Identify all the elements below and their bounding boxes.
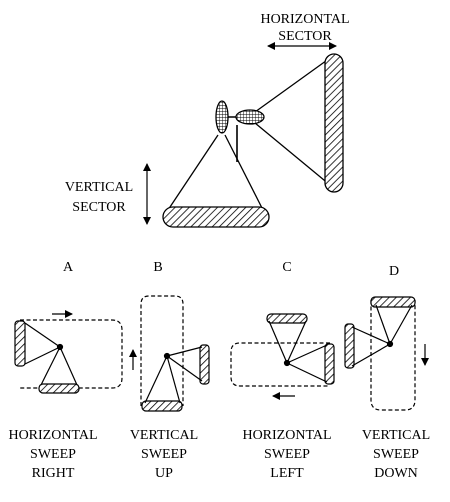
panel-b-caption-line1: VERTICAL — [130, 428, 198, 443]
panel-d-caption-line1: VERTICAL — [362, 428, 430, 443]
panel-a-diagram — [14, 310, 123, 394]
vertical-sector-label-line2: SECTOR — [72, 200, 126, 215]
horizontal-sector-label-line2: SECTOR — [278, 29, 332, 44]
panel-d-letter: D — [389, 264, 399, 279]
panel-c-caption-line3: LEFT — [270, 466, 304, 481]
horizontal-sector-label-line1: HORIZONTAL — [260, 12, 349, 27]
panel-c-caption-line1: HORIZONTAL — [242, 428, 331, 443]
panel-d-diagram — [344, 296, 429, 411]
horizontal-sector-screen — [324, 53, 344, 193]
panel-c-letter: C — [282, 260, 291, 275]
antenna-overview — [162, 53, 344, 228]
horizontal-scanner — [235, 109, 265, 125]
panel-b-caption-line3: UP — [155, 466, 173, 481]
vertical-sector-screen — [162, 206, 270, 228]
panel-a-letter: A — [63, 260, 74, 275]
panel-a-caption-line3: RIGHT — [32, 466, 75, 481]
panel-c-caption-line2: SWEEP — [264, 447, 310, 462]
panel-c-diagram — [230, 313, 335, 400]
panel-a-caption-line2: SWEEP — [30, 447, 76, 462]
vertical-scanner — [215, 100, 229, 134]
panel-b-letter: B — [153, 260, 162, 275]
panel-a-caption-line1: HORIZONTAL — [8, 428, 97, 443]
panel-d-caption-line2: SWEEP — [373, 447, 419, 462]
panel-d-caption-line3: DOWN — [374, 466, 418, 481]
vertical-sector-label-line1: VERTICAL — [65, 180, 133, 195]
panel-b-caption-line2: SWEEP — [141, 447, 187, 462]
panel-b-diagram — [129, 295, 210, 412]
